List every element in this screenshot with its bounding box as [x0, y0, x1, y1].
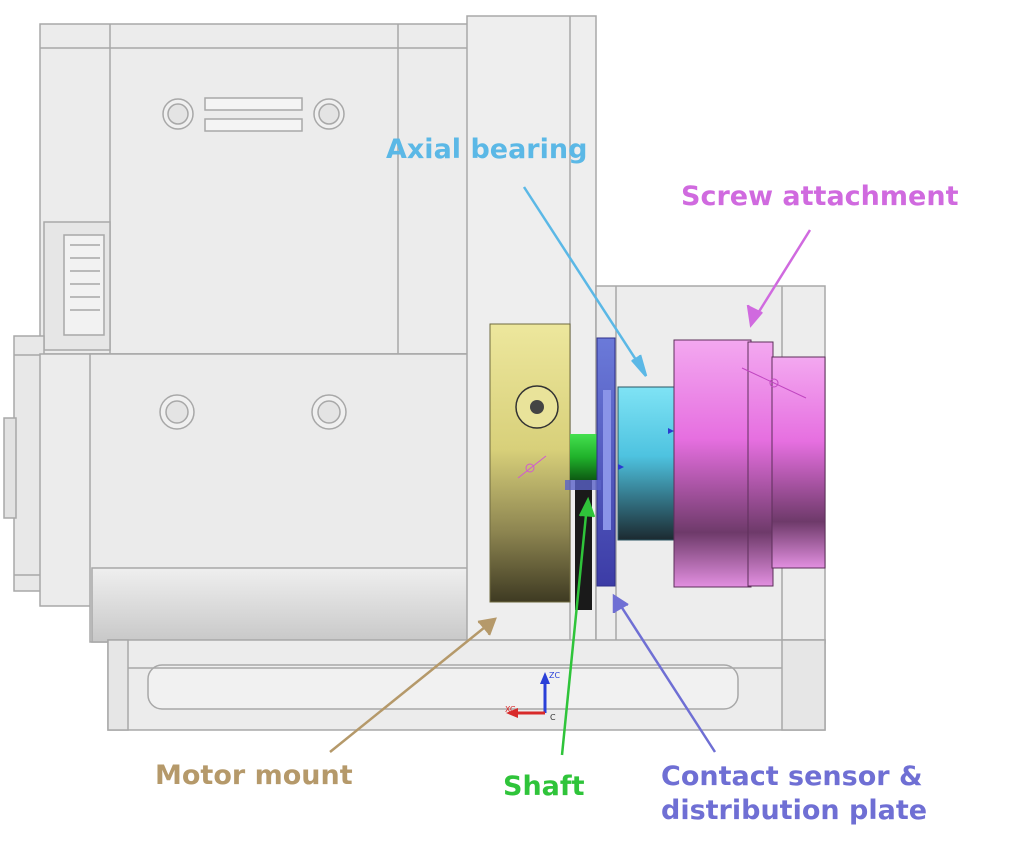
triad-origin-label: C	[550, 713, 556, 722]
screw-attachment-leader	[753, 229, 812, 319]
coordinate-triad: ZC XC C	[505, 671, 560, 722]
motor-housing	[3, 15, 826, 731]
motor-mount-leader	[329, 622, 491, 753]
screw-attachment-label: Screw attachment	[681, 181, 959, 212]
contact-sensor-label: Contact sensor & distribution plate	[661, 761, 928, 826]
axial-bearing-label: Axial bearing	[386, 134, 588, 165]
shaft-arrowhead	[578, 496, 596, 518]
screw-attachment-arrowhead	[746, 304, 763, 328]
contact-sensor-leader	[615, 599, 717, 753]
shaft-leader	[560, 504, 589, 756]
screw-attachment-part	[673, 339, 826, 588]
leader-lines	[329, 186, 812, 756]
axial-bearing-part	[617, 386, 675, 541]
axial-bearing-arrowhead	[631, 354, 648, 377]
triad-x-label: XC	[505, 705, 516, 714]
contact-sensor-plate	[565, 337, 616, 587]
motor-mount-part	[489, 323, 571, 603]
triad-z-label: ZC	[549, 671, 560, 680]
shaft-label: Shaft	[503, 771, 585, 802]
motor-mount-label: Motor mount	[155, 760, 353, 791]
axial-bearing-leader	[522, 186, 642, 367]
contact-sensor-arrowhead	[612, 593, 629, 613]
motor-mount-arrowhead	[477, 617, 497, 636]
